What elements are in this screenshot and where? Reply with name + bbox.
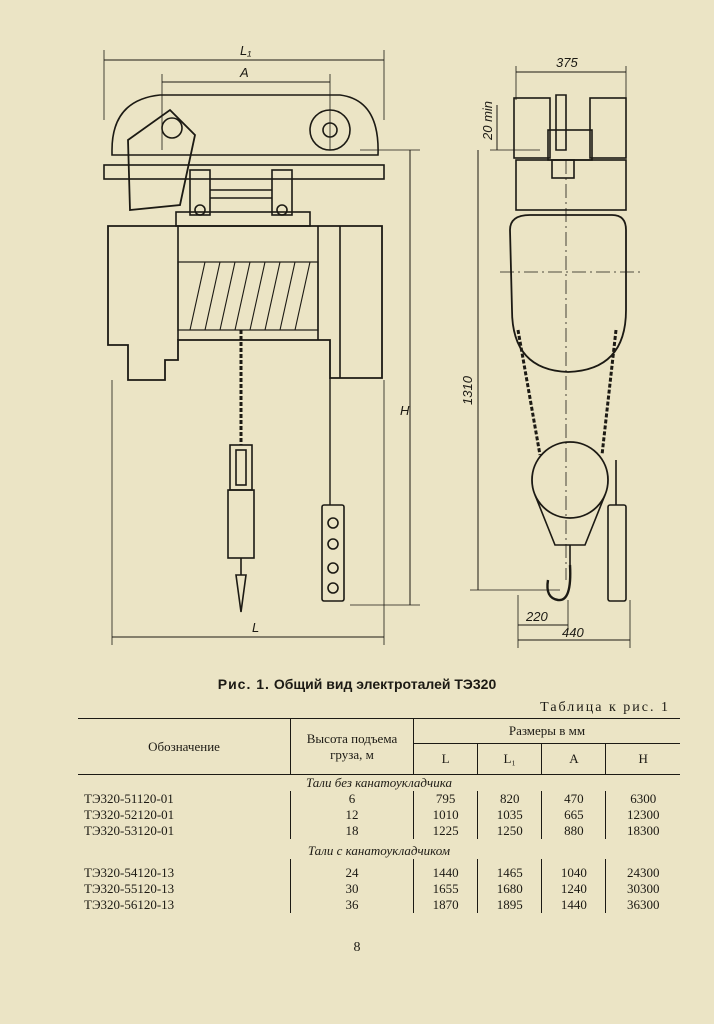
hoist-drawing-svg: L₁ A H L 375 20 min 1310 220 440 xyxy=(103,43,640,648)
figure-caption: Рис. 1. Общий вид электроталей ТЭ320 xyxy=(0,676,714,692)
dim-label-a: A xyxy=(239,65,249,80)
cell-l: 1870 xyxy=(412,897,478,913)
table-header-row: Обозначение Высота подъема груза, м Разм… xyxy=(78,718,680,775)
cell-name: ТЭ320-54120-13 xyxy=(84,865,175,880)
figure-caption-text: Общий вид электроталей ТЭ320 xyxy=(273,676,497,692)
header-h: H xyxy=(605,743,680,775)
header-sizes: Размеры в мм xyxy=(413,718,680,744)
table-row: ТЭ320-53120-01 18 1225 1250 880 18300 xyxy=(78,823,680,839)
hoist-technical-drawing: L₁ A H L 375 20 min 1310 220 440 xyxy=(103,43,640,648)
group-title: Тали без канатоукладчика xyxy=(306,775,452,790)
page-number: 8 xyxy=(353,940,361,955)
cell-height: 6 xyxy=(290,791,414,807)
table-label: Таблица к рис. 1 xyxy=(540,700,670,715)
cell-l1: 1895 xyxy=(477,897,542,913)
dim-label-h: H xyxy=(400,403,410,418)
cell-h: 36300 xyxy=(605,897,680,913)
header-designation: Обозначение xyxy=(78,718,291,775)
dim-label-1310: 1310 xyxy=(460,375,475,405)
group-title-row: Тали с канатоукладчиком xyxy=(78,839,680,859)
cell-h: 12300 xyxy=(605,807,680,823)
header-a: A xyxy=(541,743,606,775)
dim-label-220: 220 xyxy=(525,609,548,624)
cell-l: 1010 xyxy=(412,807,478,823)
table-row: ТЭ320-55120-13 30 1655 1680 1240 30300 xyxy=(78,881,680,897)
cell-l1: 820 xyxy=(477,791,542,807)
cell-a: 1240 xyxy=(541,881,606,897)
cell-name: ТЭ320-51120-01 xyxy=(84,791,174,806)
cell-l1: 1035 xyxy=(477,807,542,823)
cell-h: 18300 xyxy=(605,823,680,839)
cell-l: 1655 xyxy=(412,881,478,897)
table-row: ТЭ320-56120-13 36 1870 1895 1440 36300 xyxy=(78,897,680,913)
cell-l: 1225 xyxy=(412,823,478,839)
dimensions-table: Обозначение Высота подъема груза, м Разм… xyxy=(78,718,680,913)
cell-name: ТЭ320-53120-01 xyxy=(84,823,175,838)
figure-caption-prefix: Рис. 1. xyxy=(217,676,270,692)
dim-label-375: 375 xyxy=(556,55,578,70)
cell-h: 30300 xyxy=(605,881,680,897)
group-title: Тали с канатоукладчиком xyxy=(307,843,451,858)
header-height: Высота подъема груза, м xyxy=(290,718,414,775)
cell-l1: 1680 xyxy=(477,881,542,897)
dim-label-440: 440 xyxy=(562,625,584,640)
cell-l: 1440 xyxy=(412,859,478,881)
cell-a: 470 xyxy=(541,791,606,807)
cell-name: ТЭ320-52120-01 xyxy=(84,807,175,822)
cell-height: 18 xyxy=(290,823,414,839)
dim-label-20min: 20 min xyxy=(480,101,495,141)
cell-h: 6300 xyxy=(605,791,680,807)
table-row: ТЭ320-51120-01 6 795 820 470 6300 xyxy=(78,791,680,807)
table-row: ТЭ320-52120-01 12 1010 1035 665 12300 xyxy=(78,807,680,823)
table-row: ТЭ320-54120-13 24 1440 1465 1040 24300 xyxy=(78,859,680,881)
cell-name: ТЭ320-55120-13 xyxy=(84,881,175,896)
cell-height: 12 xyxy=(290,807,414,823)
cell-name: ТЭ320-56120-13 xyxy=(84,897,175,912)
cell-h: 24300 xyxy=(605,859,680,881)
cell-l1: 1250 xyxy=(477,823,542,839)
cell-a: 665 xyxy=(541,807,606,823)
cell-height: 36 xyxy=(290,897,414,913)
cell-a: 880 xyxy=(541,823,606,839)
cell-l: 795 xyxy=(412,791,478,807)
cell-a: 1440 xyxy=(541,897,606,913)
dim-label-l: L xyxy=(252,620,259,635)
header-l1: L₁ xyxy=(477,743,542,775)
cell-l1: 1465 xyxy=(477,859,542,881)
cell-height: 30 xyxy=(290,881,414,897)
dim-label-l1: L₁ xyxy=(240,43,251,58)
cell-a: 1040 xyxy=(541,859,606,881)
cell-height: 24 xyxy=(290,859,414,881)
header-l: L xyxy=(412,743,478,775)
group-title-row: Тали без канатоукладчика xyxy=(78,775,680,792)
